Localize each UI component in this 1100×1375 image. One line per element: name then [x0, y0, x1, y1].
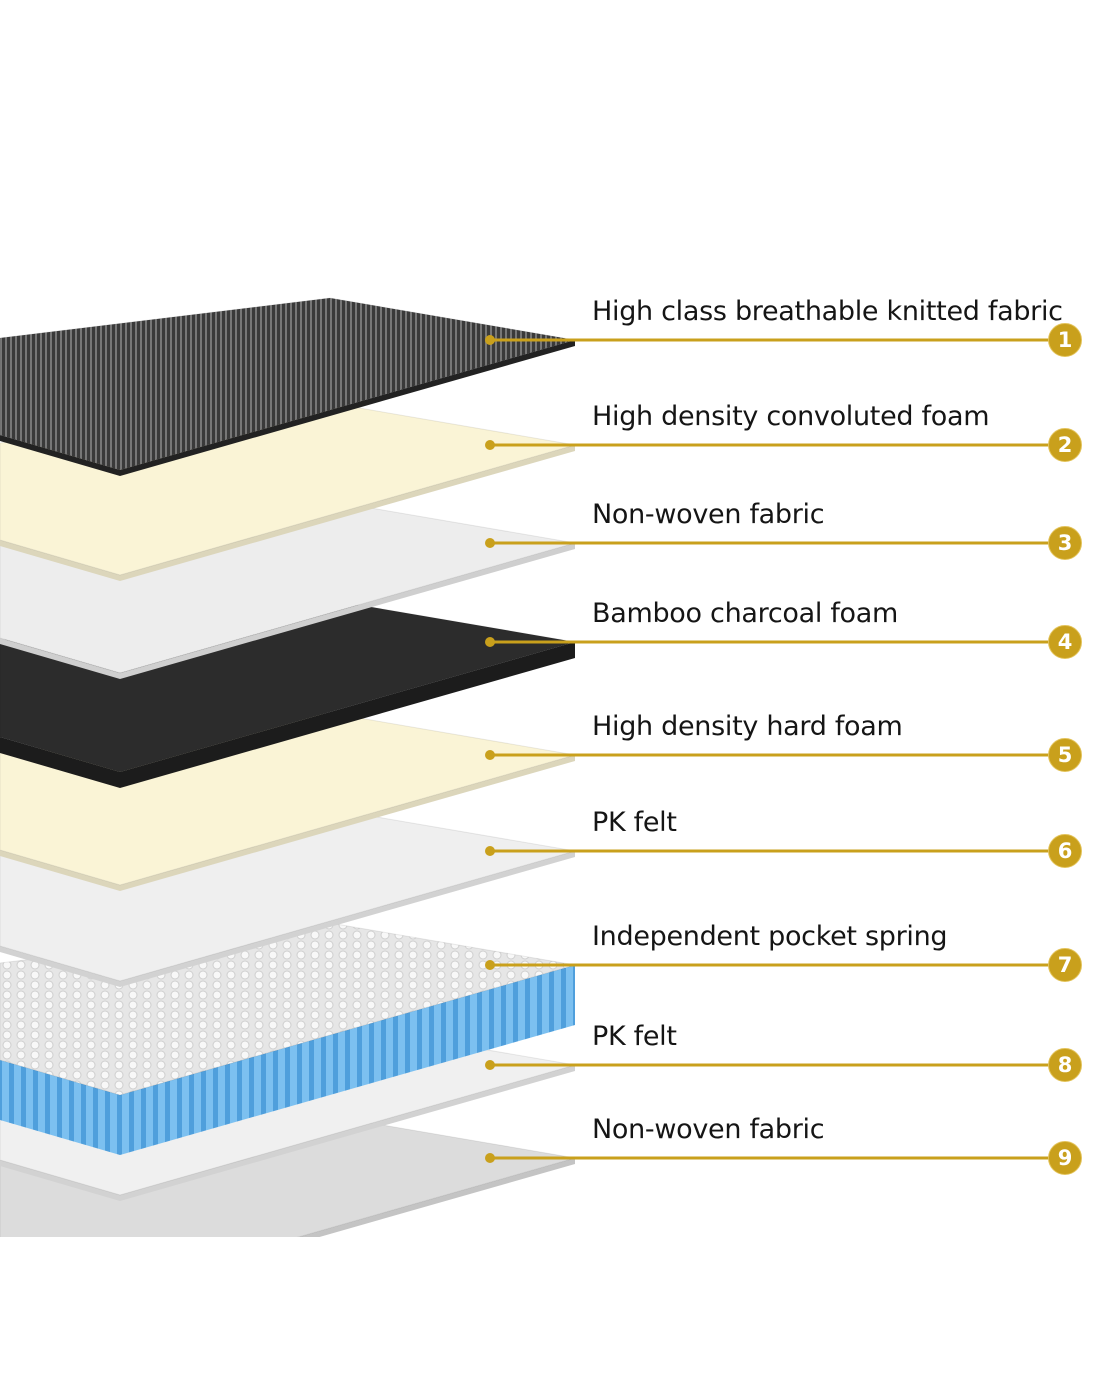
- leader-dot: [485, 1060, 495, 1070]
- layer-label: Bamboo charcoal foam: [592, 598, 899, 629]
- leader-dot: [485, 750, 495, 760]
- layer-number-badge: 7: [1048, 948, 1082, 982]
- leader-dot: [485, 538, 495, 548]
- layer-edge: [0, 965, 575, 1155]
- layer-label: High density convoluted foam: [592, 401, 990, 432]
- layer-number-badge: 3: [1048, 526, 1082, 560]
- layer-number-badge: 8: [1048, 1048, 1082, 1082]
- layer-number-badge: 5: [1048, 738, 1082, 772]
- layer-number-badge: 4: [1048, 625, 1082, 659]
- layer-label: Independent pocket spring: [592, 921, 948, 952]
- layer-label: PK felt: [592, 807, 677, 838]
- layer-label: PK felt: [592, 1021, 677, 1052]
- layer-1-sheet: [0, 297, 576, 476]
- layer-label: High class breathable knitted fabric: [592, 296, 1063, 327]
- layer-label: High density hard foam: [592, 711, 903, 742]
- layer-number-badge: 2: [1048, 428, 1082, 462]
- leader-dot: [485, 335, 495, 345]
- leader-dot: [485, 960, 495, 970]
- leader-dot: [485, 1153, 495, 1163]
- layer-number-badge: 1: [1048, 323, 1082, 357]
- layer-surface: [0, 297, 576, 471]
- leader-dot: [485, 440, 495, 450]
- leader-dot: [485, 637, 495, 647]
- leader-dot: [485, 846, 495, 856]
- layer-number-badge: 6: [1048, 834, 1082, 868]
- layer-label: Non-woven fabric: [592, 499, 825, 530]
- layer-label: Non-woven fabric: [592, 1114, 825, 1145]
- layer-number-badge: 9: [1048, 1141, 1082, 1175]
